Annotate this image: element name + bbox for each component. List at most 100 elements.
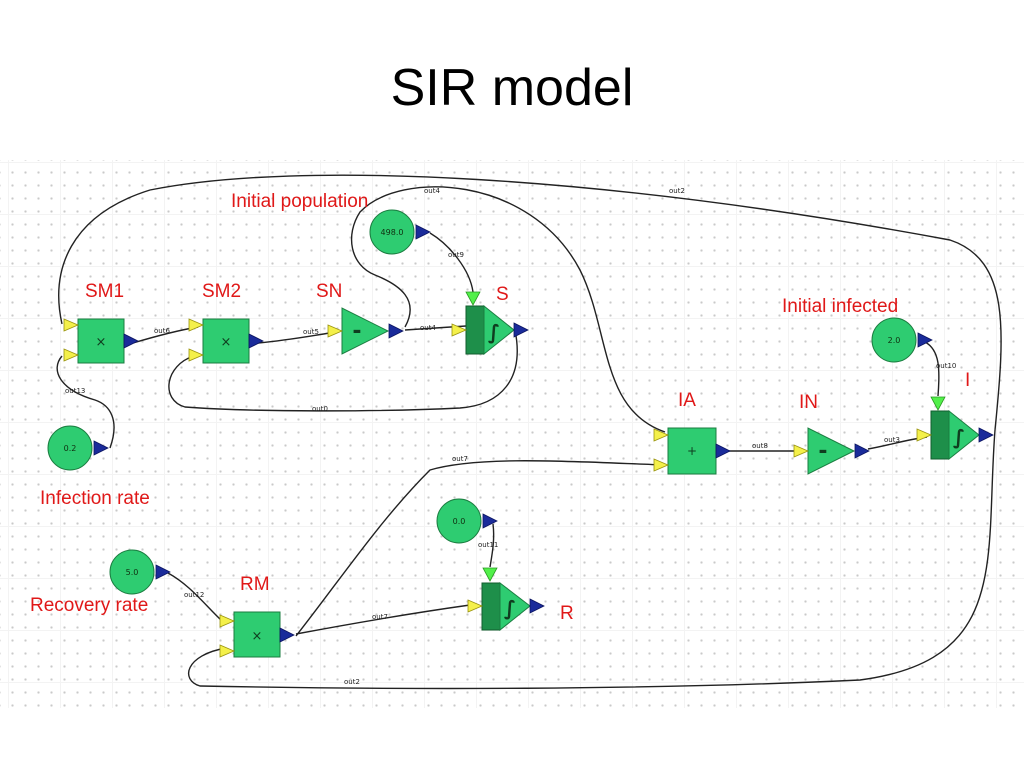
wire-out7-a[interactable] <box>295 460 666 637</box>
label-s: S <box>496 284 509 305</box>
output-port-icon <box>93 440 109 456</box>
wire-label-out7-top: out7 <box>452 455 468 463</box>
constant-infected[interactable]: 2.0 <box>871 317 933 363</box>
annotations: Initial population Initial infected Infe… <box>30 191 970 624</box>
block-body <box>77 318 125 364</box>
constant-value: 0.2 <box>64 444 77 453</box>
wire-label-out2-bottom: out2 <box>344 678 360 686</box>
constant-value: 5.0 <box>126 568 139 577</box>
output-port-icon <box>917 332 933 348</box>
block-body <box>483 304 515 356</box>
wire-label-out4-b: out4 <box>420 324 436 332</box>
input-port-icon <box>793 444 810 458</box>
slide-title: SIR model <box>390 59 634 117</box>
wire-out2-bottom[interactable] <box>188 429 996 690</box>
block-body <box>499 581 531 632</box>
label-ia: IA <box>678 390 696 411</box>
wire-out11[interactable] <box>489 523 495 568</box>
block-body <box>233 611 281 658</box>
wire-label-out6: out6 <box>154 327 170 335</box>
constant-circle <box>369 209 415 255</box>
constant-circle <box>436 498 482 544</box>
integrator-s[interactable]: ∫ <box>451 291 529 356</box>
wire-out7-b[interactable] <box>295 604 471 635</box>
label-initial-infected: Initial infected <box>782 296 898 317</box>
constant-recovery-rate[interactable]: 5.0 <box>109 549 171 595</box>
block-sm1[interactable]: × <box>63 318 139 364</box>
block-sm2[interactable]: × <box>188 318 264 364</box>
block-rm[interactable]: × <box>219 611 295 658</box>
wire-label-out2-top: out2 <box>669 187 685 195</box>
output-port-icon <box>123 333 139 349</box>
wire-label-out7-bottom: out7 <box>372 613 388 621</box>
wire-out5[interactable] <box>257 332 331 344</box>
label-sn: SN <box>316 281 342 302</box>
integral-icon: ∫ <box>504 596 516 620</box>
multiply-icon: × <box>252 629 263 644</box>
block-in[interactable]: - <box>793 427 870 475</box>
constant-value: 2.0 <box>888 336 901 345</box>
wire-label-out3: out3 <box>884 436 900 444</box>
wire-out4-a[interactable] <box>350 186 666 433</box>
output-port-icon <box>513 322 529 338</box>
initial-value-port-icon <box>482 567 498 582</box>
label-rm: RM <box>240 574 270 595</box>
wire-label-out13: out13 <box>65 387 85 395</box>
integrator-i[interactable]: ∫ <box>916 396 994 461</box>
wire-out0[interactable] <box>168 329 518 412</box>
label-sm2: SM2 <box>202 281 241 302</box>
block-body <box>202 318 250 364</box>
integrator-state-bar <box>930 410 950 460</box>
wire-label-out4-top: out4 <box>424 187 440 195</box>
input-port-icon <box>653 428 670 442</box>
input-port-icon <box>451 323 468 337</box>
wire-out2-top[interactable] <box>58 174 1002 431</box>
wire-out13[interactable] <box>56 355 115 449</box>
input-port-icon <box>63 348 80 362</box>
block-body <box>667 427 717 475</box>
wire-label-out8: out8 <box>752 442 768 450</box>
constant-circle <box>47 425 93 471</box>
input-port-icon <box>219 614 236 628</box>
block-sn[interactable]: - <box>327 307 404 355</box>
multiply-icon: × <box>96 335 107 350</box>
output-port-icon <box>415 224 431 240</box>
output-port-icon <box>155 564 171 580</box>
wire-out12[interactable] <box>167 572 223 622</box>
initial-value-port-icon <box>930 396 946 411</box>
output-port-icon <box>248 333 264 349</box>
input-port-icon <box>327 324 344 338</box>
minus-icon: - <box>818 439 827 464</box>
output-port-icon <box>854 443 870 459</box>
wire-out9[interactable] <box>429 232 474 293</box>
output-port-icon <box>482 513 498 529</box>
block-ia[interactable]: + <box>653 427 731 475</box>
minus-icon: - <box>352 319 361 344</box>
input-port-icon <box>188 348 205 362</box>
integral-icon: ∫ <box>488 320 500 344</box>
block-body <box>341 307 390 355</box>
label-initial-population: Initial population <box>231 191 368 212</box>
label-r: R <box>560 603 574 624</box>
input-port-icon <box>653 458 670 472</box>
input-port-icon <box>219 644 236 658</box>
constant-infection-rate[interactable]: 0.2 <box>47 425 109 471</box>
label-recovery-rate: Recovery rate <box>30 595 148 616</box>
integrator-state-bar <box>465 305 485 355</box>
input-port-icon <box>467 599 484 613</box>
input-port-icon <box>916 428 933 442</box>
integral-icon: ∫ <box>953 425 965 449</box>
constant-population[interactable]: 498.0 <box>369 209 431 255</box>
constant-value: 0.0 <box>453 517 466 526</box>
output-port-icon <box>715 443 731 459</box>
wire-out10[interactable] <box>924 341 940 397</box>
constant-recovered[interactable]: 0.0 <box>436 498 498 544</box>
wire-label-out11: out11 <box>478 541 498 549</box>
wire-label-out10: out10 <box>936 362 956 370</box>
label-i: I <box>965 370 970 391</box>
integrator-r[interactable]: ∫ <box>467 567 545 632</box>
wire-label-out9: out9 <box>448 251 464 259</box>
wire-label-out12: out12 <box>184 591 204 599</box>
label-sm1: SM1 <box>85 281 124 302</box>
input-port-icon <box>188 318 205 332</box>
